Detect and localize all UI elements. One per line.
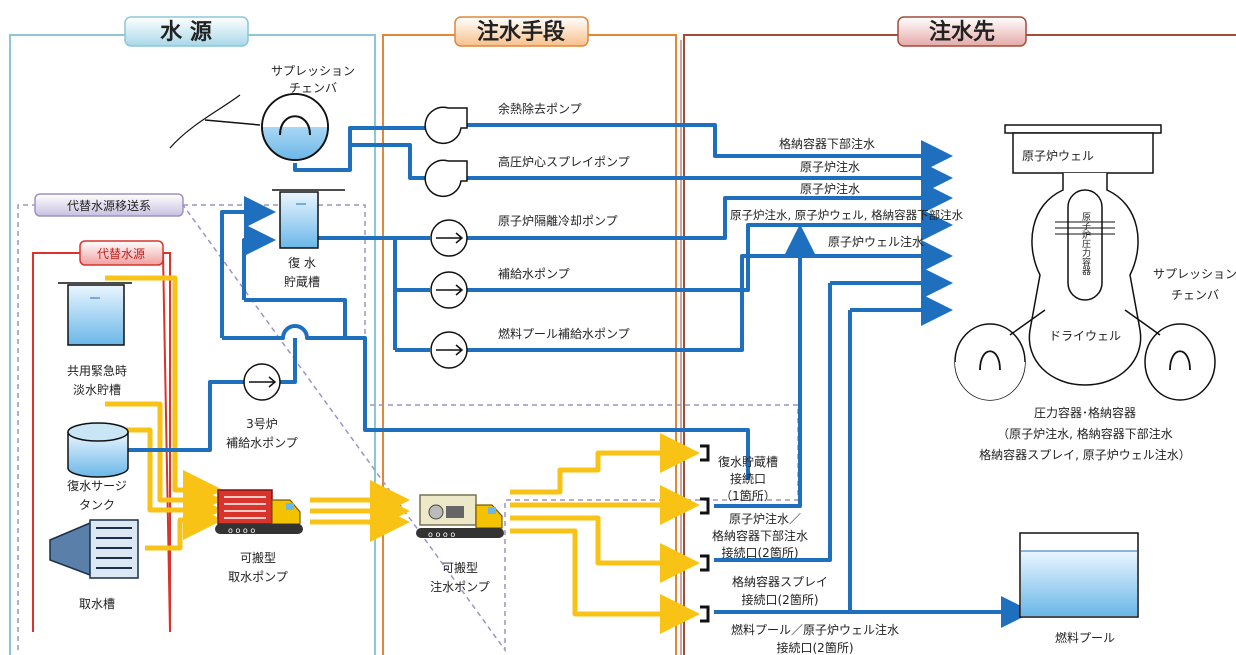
- drywell-label: ドライウェル: [1049, 329, 1121, 343]
- containment-caption-2: （原子炉注水, 格納容器下部注水: [997, 426, 1173, 441]
- reactor-well-label: 原子炉ウェル: [1022, 149, 1094, 163]
- svg-text:o o o o: o o o o: [228, 526, 255, 535]
- rhr-pump-icon: [424, 106, 468, 145]
- suppression-chamber-source: サプレッション チェンバ: [169, 64, 355, 161]
- unit3-pump-label-1: 3号炉: [246, 417, 278, 431]
- line-label-combo: 原子炉注水, 原子炉ウェル, 格納容器下部注水: [730, 208, 964, 222]
- portable-injection-label-1: 可搬型: [442, 560, 478, 575]
- emergency-freshwater-tank: 共用緊急時 淡水貯槽: [58, 282, 132, 397]
- portable-intake-pump-icon: o o o o: [215, 489, 303, 535]
- svg-text:o o o o: o o o o: [428, 530, 455, 539]
- section-headers: 水 源 注水手段 注水先 代替水源移送系 代替水源: [34, 16, 1027, 266]
- pool-conn-label-1: 燃料プール／原子炉ウェル注水: [731, 622, 899, 637]
- destination-header: 注水先: [929, 19, 995, 45]
- cst-label-1: 復 水: [288, 255, 316, 270]
- pool-conn-label-2: 接続口(2箇所): [777, 640, 854, 655]
- blue-lines: [125, 123, 1033, 628]
- suppression-label-1: サプレッション: [271, 64, 355, 78]
- rcic-pump-icon: [430, 219, 468, 257]
- line-label-rpv-2: 原子炉注水: [800, 181, 860, 196]
- reactor-suppression-label-1: サプレッション: [1153, 267, 1236, 281]
- alt-source-label: 代替水源: [97, 247, 145, 261]
- cst-conn-label-3: （1箇所）: [720, 489, 776, 503]
- emergency-tank-label-2: 淡水貯槽: [73, 383, 121, 397]
- suppression-label-2: チェンバ: [289, 81, 337, 95]
- fuel-pool-makeup-pump-icon: [430, 331, 468, 369]
- source-header: 水 源: [160, 20, 212, 45]
- spray-conn-label-2: 接続口(2箇所): [742, 592, 819, 607]
- portable-injection-label-2: 注水ポンプ: [430, 579, 490, 594]
- intake-pit: 取水槽: [49, 519, 139, 611]
- rpv-conn-label-3: 接続口(2箇所): [722, 545, 799, 560]
- means-header: 注水手段: [477, 19, 565, 45]
- emergency-tank-label-1: 共用緊急時: [67, 363, 127, 378]
- rpv-conn-label-2: 格納容器下部注水: [712, 528, 808, 543]
- makeup-pump-label: 補給水ポンプ: [498, 267, 570, 281]
- containment-caption-1: 圧力容器･格納容器: [1034, 405, 1136, 420]
- cst-conn-label-2: 接続口: [730, 471, 766, 486]
- containment-caption-3: 格納容器スプレイ, 原子炉ウェル注水）: [979, 447, 1191, 462]
- makeup-pump-icon: [430, 271, 468, 309]
- hpcs-pump-label: 高圧炉心スプレイポンプ: [498, 154, 630, 169]
- fuel-pool-makeup-pump-label: 燃料プール補給水ポンプ: [498, 326, 630, 341]
- alt-transfer-label: 代替水源移送系: [67, 198, 151, 213]
- portable-intake-label-2: 取水ポンプ: [228, 570, 288, 584]
- source-frame: [9, 34, 376, 655]
- rpv-conn-label-1: 原子炉注水／: [729, 511, 801, 526]
- connection-ports: [700, 444, 710, 623]
- alt-source-frame: [32, 252, 171, 633]
- connection-labels: 復水貯蔵槽 接続口 （1箇所） 原子炉注水／ 格納容器下部注水 接続口(2箇所)…: [712, 454, 899, 655]
- unit3-makeup-pump-icon: [243, 363, 281, 401]
- alt-transfer-frame: [17, 204, 799, 653]
- rcic-pump-label: 原子炉隔離冷却ポンプ: [498, 214, 618, 228]
- surge-tank-label-1: 復水サージ: [67, 478, 127, 493]
- surge-tank: 復水サージ タンク: [67, 422, 129, 512]
- rhr-pump-label: 余熱除去ポンプ: [498, 101, 582, 116]
- containment-vessel: 原子炉ウェル: [954, 124, 1216, 401]
- portable-injection-pump-icon: o o o o: [416, 494, 504, 539]
- cst-label-2: 貯蔵槽: [284, 275, 320, 289]
- line-label-pcv-lower: 格納容器下部注水: [779, 136, 875, 151]
- hpcs-pump-icon: [424, 159, 468, 198]
- intake-label: 取水槽: [79, 597, 115, 611]
- line-label-rpv-1: 原子炉注水: [800, 159, 860, 174]
- fuel-pool: [1019, 532, 1139, 618]
- portable-intake-label-1: 可搬型: [240, 550, 276, 565]
- pumps: 余熱除去ポンプ 高圧炉心スプレイポンプ 原子炉隔離冷却ポンプ 補給水ポンプ 燃料…: [226, 101, 629, 450]
- line-labels: 格納容器下部注水 原子炉注水 原子炉注水 原子炉注水, 原子炉ウェル, 格納容器…: [730, 136, 964, 249]
- fuel-pool-label: 燃料プール: [1055, 630, 1115, 645]
- unit3-pump-label-2: 補給水ポンプ: [226, 436, 298, 450]
- condensate-storage-tank: 復 水 貯蔵槽: [272, 189, 345, 289]
- cst-conn-label-1: 復水貯蔵槽: [718, 454, 778, 469]
- line-label-well: 原子炉ウェル注水: [828, 234, 924, 249]
- spray-conn-label-1: 格納容器スプレイ: [732, 574, 828, 589]
- surge-tank-label-2: タンク: [79, 498, 115, 512]
- reactor-suppression-label-2: チェンバ: [1171, 288, 1219, 302]
- rpv-vertical-label: 原子炉圧力容器: [1080, 212, 1091, 275]
